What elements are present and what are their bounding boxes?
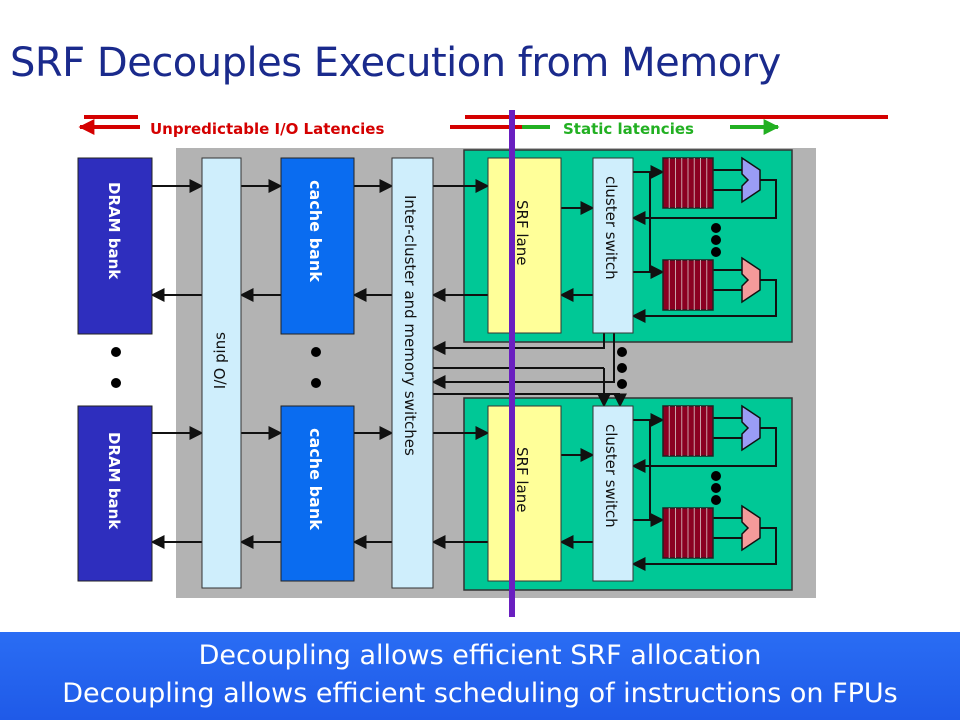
dram-bank-bottom-label: DRAM bank — [105, 432, 123, 530]
dot — [111, 347, 121, 357]
footer-line-1: Decoupling allows efficient SRF allocati… — [198, 640, 762, 671]
cluster-switch-top-block — [592, 157, 634, 334]
dot — [711, 223, 721, 233]
cache-bank-top-label: cache bank — [306, 180, 325, 282]
dot — [617, 347, 627, 357]
c1-fpu1-out — [631, 179, 777, 225]
dot — [617, 379, 627, 389]
srf-lane-bottom-label: SRF lane — [513, 447, 531, 513]
io-pins-label: I/O pins — [211, 332, 229, 390]
fpu-datapaths — [631, 165, 777, 571]
register-file — [662, 259, 714, 311]
ellipsis-dots — [111, 223, 721, 505]
cache-bank-top-block — [280, 157, 355, 335]
register-file — [662, 405, 714, 457]
dot — [311, 378, 321, 388]
dot — [617, 363, 627, 373]
dot — [711, 247, 721, 257]
inter-cluster-label: Inter-cluster and memory switches — [401, 195, 419, 456]
dot — [711, 495, 721, 505]
connection-lines — [150, 179, 627, 549]
footer-banner: Decoupling allows efficient SRF allocati… — [0, 632, 960, 720]
dot — [111, 378, 121, 388]
dram-bank-top-label: DRAM bank — [105, 182, 123, 280]
cluster-switch-top-label: cluster switch — [602, 176, 620, 280]
register-file — [662, 507, 714, 559]
fpus — [741, 156, 761, 552]
register-file — [662, 157, 714, 209]
latency-arrows — [78, 115, 888, 135]
c2-fpu2-out — [631, 527, 777, 571]
fpu-pink-2 — [741, 504, 761, 552]
cluster-switch-bottom-block — [592, 405, 634, 582]
dram-bank-top-block — [77, 157, 153, 335]
bus-cswitch1-to-switch — [431, 333, 605, 355]
c1-fpu2-out — [631, 279, 777, 323]
unpredictable-latency-label: Unpredictable I/O Latencies — [150, 120, 385, 138]
slide-title: SRF Decouples Execution from Memory — [10, 40, 781, 86]
fpu-violet-2 — [741, 404, 761, 452]
bus-return — [431, 333, 615, 389]
footer-line-2: Decoupling allows efficient scheduling o… — [62, 678, 898, 709]
srf-lane-top-block — [487, 157, 562, 334]
static-latency-label: Static latencies — [563, 120, 694, 138]
register-files — [662, 157, 714, 559]
srf-lane-top-label: SRF lane — [513, 200, 531, 266]
dot — [711, 471, 721, 481]
inter-cluster-block — [391, 157, 434, 589]
io-pins-block — [201, 157, 242, 589]
fpu-violet-1 — [741, 156, 761, 204]
cluster-switch-bottom-label: cluster switch — [602, 424, 620, 528]
dot — [311, 347, 321, 357]
cache-bank-bottom-block — [280, 405, 355, 582]
srf-lane-bottom-block — [487, 405, 562, 582]
c2-fpu1-out — [631, 427, 777, 473]
dram-bank-bottom-block — [77, 405, 153, 582]
dot — [711, 235, 721, 245]
dot — [711, 483, 721, 493]
fpu-pink-1 — [741, 256, 761, 304]
cache-bank-bottom-label: cache bank — [306, 428, 325, 530]
